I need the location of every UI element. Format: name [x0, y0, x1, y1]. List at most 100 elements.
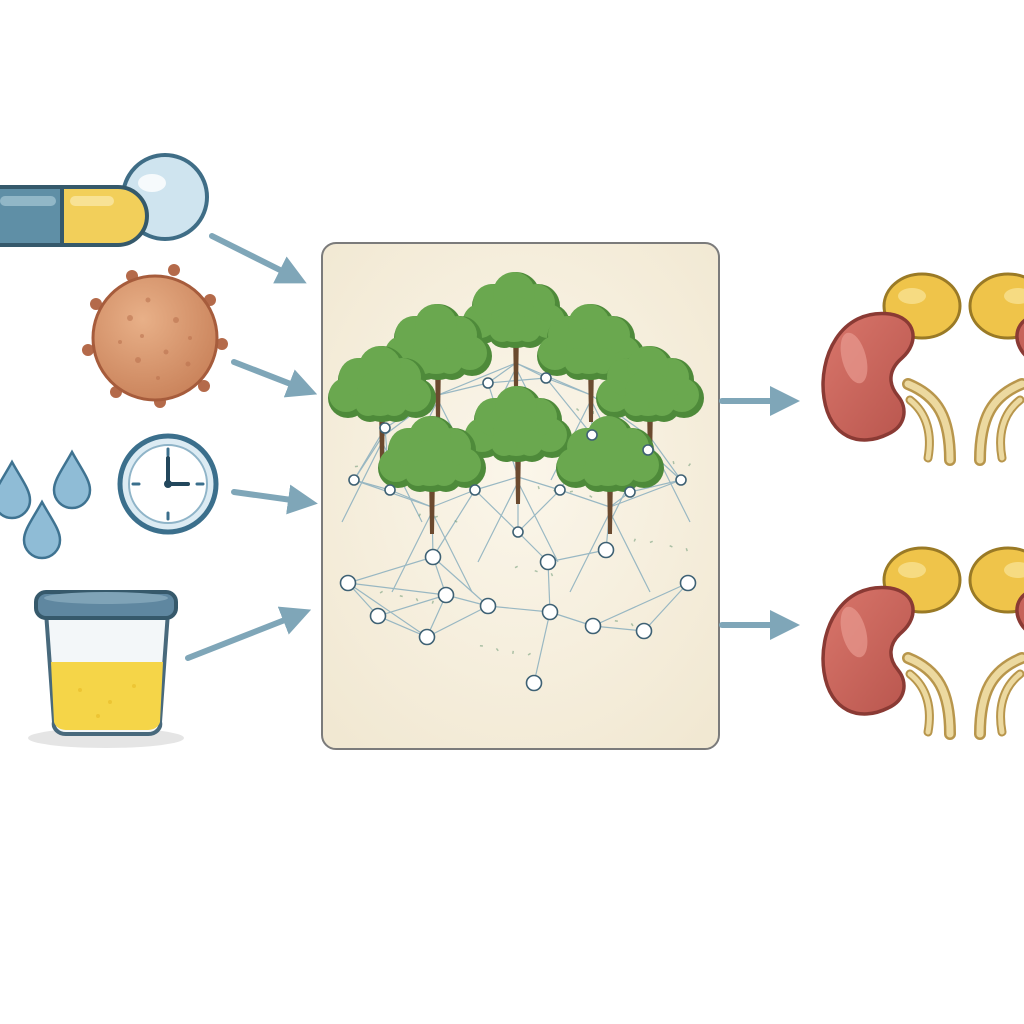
network-node	[348, 474, 360, 486]
ureter	[976, 654, 1024, 738]
network-speck	[434, 515, 438, 518]
network-edge	[477, 481, 519, 563]
network-edge	[649, 436, 682, 481]
network-node	[541, 603, 559, 621]
network-edge	[533, 611, 551, 684]
network-edge	[353, 436, 383, 481]
network-edge	[643, 582, 689, 632]
network-speck	[685, 548, 688, 552]
adrenal-gland	[968, 546, 1024, 614]
network-node	[540, 372, 552, 384]
network-edge	[569, 511, 611, 593]
kidney-icon	[968, 272, 1024, 466]
network-edge	[609, 479, 682, 508]
arrow-cup-to-model	[185, 606, 312, 661]
forest-tree-icon	[384, 304, 492, 422]
network-node	[635, 622, 653, 640]
network-edge	[629, 479, 682, 493]
network-speck	[379, 590, 384, 594]
kidney-body	[1015, 318, 1024, 357]
network-edge	[347, 582, 447, 596]
ureter	[904, 654, 954, 738]
network-edge	[545, 377, 593, 436]
kidney-highlight	[840, 606, 868, 658]
network-node	[539, 553, 557, 571]
kidney-body	[1015, 592, 1024, 631]
network-node	[384, 484, 396, 496]
network-edge	[377, 594, 447, 617]
pill-capsule-icon	[0, 153, 209, 247]
network-edge	[559, 489, 611, 508]
network-edge	[432, 489, 476, 558]
network-edge	[517, 489, 561, 533]
tree-canopy-highlight	[609, 460, 635, 486]
network-edge	[474, 489, 519, 533]
kidney-icon	[821, 272, 962, 466]
tree-canopy-highlight	[564, 348, 590, 374]
network-edge	[431, 489, 476, 508]
arrow-clock-to-model	[231, 484, 318, 515]
network-node	[642, 444, 654, 456]
network-node	[369, 607, 387, 625]
network-node	[479, 597, 497, 615]
tree-canopy-highlight	[515, 316, 541, 342]
network-speck	[630, 623, 634, 627]
clock-icon	[117, 433, 219, 535]
network-node	[675, 474, 687, 486]
network-speck	[454, 520, 458, 523]
input-arrows	[185, 233, 318, 661]
ureter	[976, 380, 1024, 464]
tree-canopy-highlight	[489, 316, 515, 342]
forest-tree-icon	[556, 416, 664, 534]
network-speck	[669, 544, 673, 548]
tree-canopy-highlight	[491, 430, 517, 456]
urine-sample-cup-icon	[28, 590, 184, 748]
ureter	[907, 671, 932, 735]
kidney-icon	[821, 546, 962, 740]
output-arrows	[719, 386, 800, 640]
kidney-icon	[968, 546, 1024, 740]
network-edge	[437, 362, 517, 396]
network-node	[624, 486, 636, 498]
kidney-highlight	[840, 332, 868, 384]
network-speck	[550, 573, 554, 577]
forest-tree-icon	[464, 386, 572, 504]
network-speck	[415, 598, 419, 602]
network-edge	[592, 582, 689, 627]
tree-canopy-highlight	[517, 430, 543, 456]
random-forest-network-icon	[328, 272, 704, 692]
network-edge	[431, 511, 473, 593]
kidney-outputs	[821, 272, 1024, 740]
arrow-cell-to-model	[231, 359, 318, 398]
tree-canopy-highlight	[405, 460, 431, 486]
network-speck	[672, 460, 675, 465]
network-node	[482, 377, 494, 389]
adrenal-gland-highlight	[898, 562, 926, 578]
network-node	[584, 617, 602, 635]
network-node	[418, 628, 436, 646]
network-speck	[575, 408, 580, 412]
network-edge	[515, 362, 592, 396]
network-nodes	[339, 372, 697, 692]
network-edge	[609, 511, 651, 593]
network-edge	[341, 441, 383, 523]
network-edge	[347, 556, 434, 584]
network-speck	[569, 490, 573, 493]
network-edge	[437, 382, 489, 396]
network-edge	[391, 511, 433, 593]
network-node	[424, 548, 442, 566]
network-speck	[633, 538, 636, 542]
network-speck	[479, 645, 483, 647]
kidney-body	[821, 585, 915, 716]
network-speck	[514, 565, 518, 569]
ureter	[907, 397, 932, 461]
tree-canopy-highlight	[431, 460, 457, 486]
network-node	[597, 541, 615, 559]
network-node	[512, 526, 524, 538]
network-speck	[649, 540, 653, 544]
adrenal-gland	[968, 272, 1024, 340]
ureter	[998, 671, 1023, 735]
network-speck	[534, 570, 538, 573]
